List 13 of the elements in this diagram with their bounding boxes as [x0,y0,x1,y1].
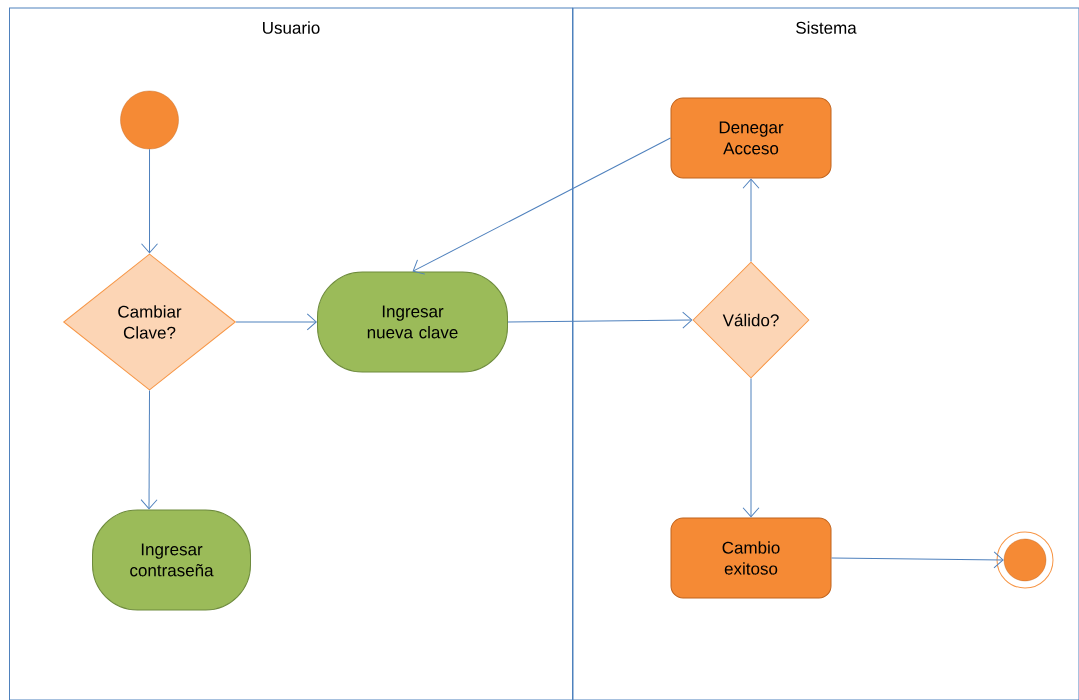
arrow [412,137,671,275]
arrow [140,390,158,510]
arrow [831,551,1004,569]
action-box: Denegar Acceso [670,97,832,179]
arrow [141,148,158,254]
arrow [235,313,317,331]
action-node: Ingresar nueva clave [317,271,508,373]
action-box: Cambio exitoso [670,517,832,599]
start-node [120,90,179,150]
end-node [996,531,1054,589]
arrow [742,378,760,518]
arrow [742,178,760,262]
arrow [507,311,693,329]
